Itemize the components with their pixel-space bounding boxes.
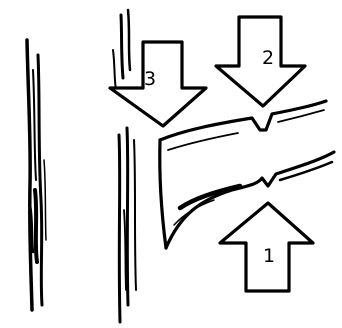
arrow-3: 3	[110, 42, 206, 126]
middle-post	[113, 10, 136, 322]
arrow-1-number: 1	[263, 245, 275, 267]
arrow-3-number: 3	[144, 68, 156, 90]
arrow-2-number: 2	[262, 47, 274, 69]
left-post	[27, 40, 46, 310]
arrow-1: 1	[220, 203, 313, 291]
arrow-3-shape	[110, 42, 206, 126]
arrow-2-shape	[216, 17, 305, 106]
arrow-2: 2	[216, 17, 305, 106]
